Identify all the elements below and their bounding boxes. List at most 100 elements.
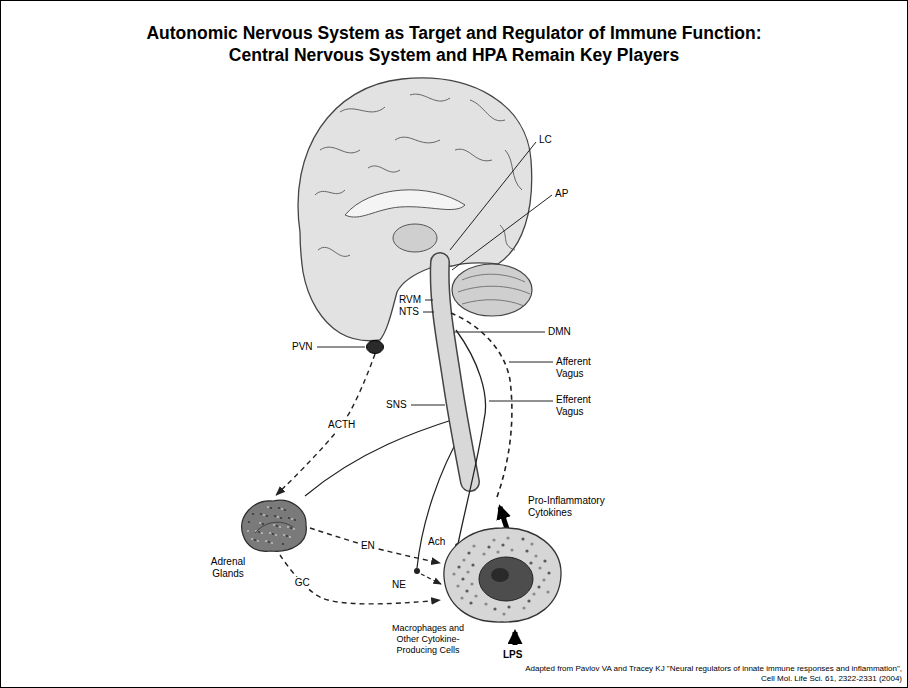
texture-dot <box>275 534 277 536</box>
node-outline <box>235 495 310 555</box>
texture-dot <box>248 521 250 523</box>
texture-dot <box>502 612 505 615</box>
texture-dot <box>273 524 275 526</box>
texture-dot <box>247 530 249 532</box>
texture-dot <box>521 537 524 540</box>
sns-nerve <box>305 418 458 496</box>
brain <box>298 78 532 341</box>
brainstem-outline <box>440 262 470 482</box>
texture-dot <box>469 601 472 604</box>
texture-dot <box>279 526 281 528</box>
texture-dot <box>288 517 290 519</box>
texture-dot <box>547 571 550 574</box>
texture-dot <box>537 585 540 588</box>
efferent-vagus <box>456 330 486 544</box>
node-label: Adrenal Glands <box>203 556 253 580</box>
part-label: DMN <box>548 326 571 338</box>
label-anchor: PVN <box>292 341 313 353</box>
texture-dot <box>281 508 283 510</box>
texture-dot <box>465 589 468 592</box>
texture-dot <box>261 532 263 534</box>
connector-label: EN <box>359 540 377 552</box>
texture-dot <box>263 514 265 516</box>
nucleolus <box>491 568 509 582</box>
label-anchor: SNS <box>386 399 407 411</box>
texture-dot <box>457 565 460 568</box>
gyrus-line <box>315 94 522 256</box>
texture-dot <box>482 552 485 555</box>
cell-nucleus <box>479 557 533 601</box>
texture-dot <box>506 536 509 539</box>
texture-dot <box>290 527 292 529</box>
texture-dot <box>456 584 459 587</box>
texture-dot <box>258 531 260 533</box>
texture-dot <box>291 518 293 520</box>
texture-dot <box>293 528 295 530</box>
texture-dot <box>265 540 267 542</box>
texture-dot <box>538 566 541 569</box>
adrenal-gland <box>242 500 307 551</box>
connector-label: GC <box>293 577 312 589</box>
afferent-vagus <box>451 313 512 497</box>
part-label: LPS <box>503 649 522 661</box>
pvn-nucleus <box>367 341 384 354</box>
brainstem-fill <box>440 262 470 482</box>
part-label: RVM <box>399 294 421 306</box>
texture-dot <box>487 545 490 548</box>
hormone-connector <box>310 528 440 563</box>
texture-dot <box>546 590 549 593</box>
caption-block: Adapted from Pavlov VA and Tracey KJ "Ne… <box>510 664 902 684</box>
texture-dot <box>277 516 279 518</box>
hormone-connector <box>276 354 375 495</box>
label-anchor: DMN <box>548 326 571 338</box>
part-label: AP <box>555 188 568 200</box>
texture-dot <box>274 515 276 517</box>
node-label: Macrophages and Other Cytokine-Producing… <box>380 623 476 656</box>
texture-dot <box>272 533 274 535</box>
texture-dot <box>259 522 261 524</box>
texture-dot <box>532 592 535 595</box>
label-anchor: Pro-Inflammatory Cytokines <box>528 495 624 519</box>
texture-dot <box>471 563 474 566</box>
source-caption: Adapted from Pavlov VA and Tracey KJ "Ne… <box>510 664 902 684</box>
ne-release-arrow <box>421 574 441 584</box>
leader-line <box>425 300 433 301</box>
title-block: Autonomic Nervous System as Target and R… <box>129 22 779 66</box>
label-anchor: Macrophages and Other Cytokine-Producing… <box>380 623 476 656</box>
texture-dot <box>276 525 278 527</box>
hormone-connector <box>280 555 440 604</box>
texture-dot <box>251 538 253 540</box>
texture-dot <box>525 549 528 552</box>
leader-line <box>411 405 445 406</box>
texture-dot <box>472 544 475 547</box>
texture-dot <box>257 540 259 542</box>
nerve-terminal <box>414 568 420 574</box>
adrenal-medulla <box>255 522 293 533</box>
texture-dot <box>527 599 530 602</box>
node-outline <box>440 525 565 625</box>
texture-dot <box>493 607 496 610</box>
label-anchor: AP <box>555 188 568 200</box>
texture-dot <box>543 559 546 562</box>
label-anchor: Adrenal Glands <box>203 556 253 580</box>
leader-line <box>489 401 553 402</box>
texture-dot <box>282 543 284 545</box>
cytokine-arrow <box>500 507 507 529</box>
slide-title: Autonomic Nervous System as Target and R… <box>129 22 779 66</box>
texture-dot <box>278 507 280 509</box>
texture-dot <box>260 513 262 515</box>
part-label: NE <box>392 579 406 591</box>
texture-dot <box>452 572 455 575</box>
texture-dot <box>522 606 525 609</box>
part-label: NTS <box>399 306 419 318</box>
texture-dot <box>294 519 296 521</box>
texture-dot <box>461 577 464 580</box>
texture-dot <box>268 541 270 543</box>
texture-dot <box>501 543 504 546</box>
part-label: Pro-Inflammatory Cytokines <box>528 495 624 519</box>
texture-dot <box>269 532 271 534</box>
texture-dot <box>460 596 463 599</box>
label-anchor: RVM <box>399 294 421 306</box>
label-anchor: NE <box>392 579 406 591</box>
texture-dot <box>283 534 285 536</box>
